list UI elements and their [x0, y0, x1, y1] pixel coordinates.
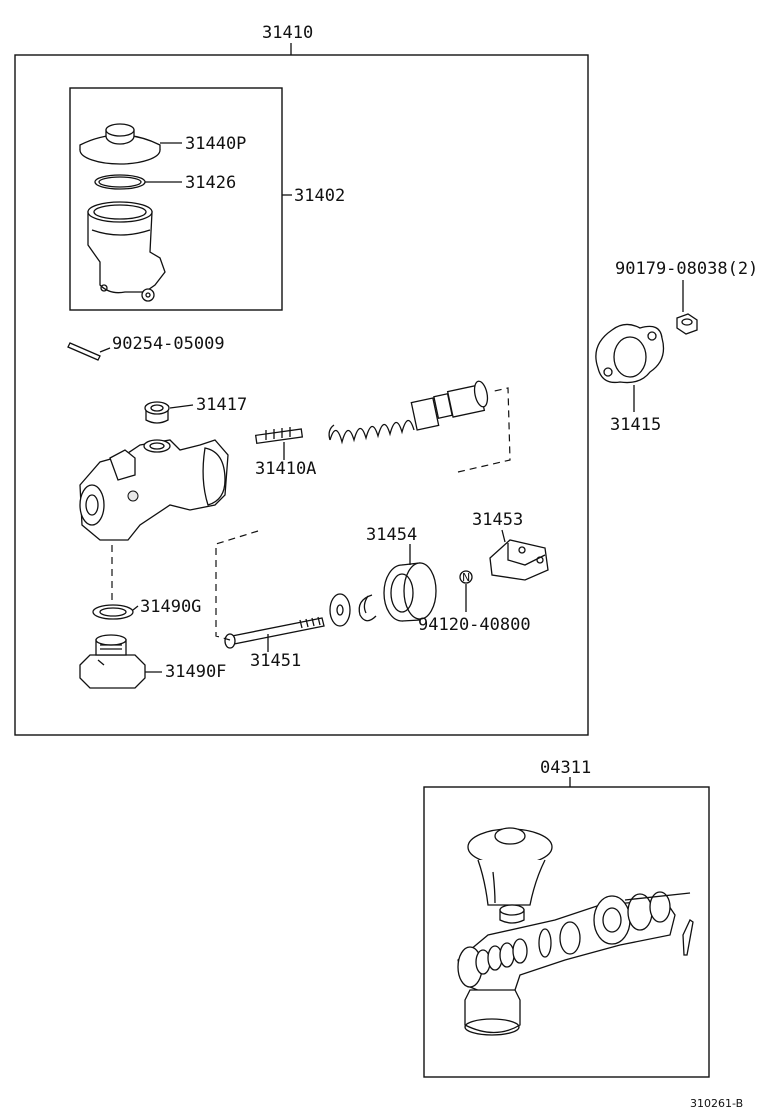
n-marker-icon: N: [459, 570, 473, 584]
union-gasket-part[interactable]: [92, 604, 134, 620]
snap-ring-part[interactable]: [358, 594, 377, 622]
grommet-part[interactable]: [144, 401, 170, 424]
boot-part[interactable]: [383, 562, 437, 622]
label-31440P[interactable]: 31440P: [185, 134, 246, 154]
label-31490G[interactable]: 31490G: [140, 597, 201, 617]
label-31454[interactable]: 31454: [366, 525, 417, 545]
reservoir-subassembly: 31402 31440P 31426: [69, 87, 345, 311]
label-31490F[interactable]: 31490F: [165, 662, 226, 682]
assembly-31410-group: 31410: [14, 23, 589, 736]
master-cylinder-body-part[interactable]: [79, 439, 229, 541]
clevis-part[interactable]: [489, 539, 549, 581]
label-31410[interactable]: 31410: [262, 23, 313, 43]
label-94120-40800[interactable]: 94120-40800: [418, 615, 531, 635]
push-rod-part[interactable]: [224, 616, 325, 649]
label-31451[interactable]: 31451: [250, 651, 301, 671]
reservoir-box: [69, 87, 283, 311]
label-31417[interactable]: 31417: [196, 395, 247, 415]
label-31402[interactable]: 31402: [294, 186, 345, 206]
assembled-master-cylinder-part[interactable]: [457, 827, 694, 1036]
pin-part[interactable]: [67, 342, 101, 361]
label-04311[interactable]: 04311: [540, 758, 591, 778]
assembly-31410-box: [14, 54, 589, 736]
assembly-04311-group: 04311: [423, 758, 710, 1078]
reservoir-cap-part[interactable]: [79, 123, 161, 165]
union-plug-part[interactable]: [79, 634, 146, 689]
diagram-code: 310261-B: [690, 1097, 743, 1110]
label-31410A[interactable]: 31410A: [255, 459, 316, 479]
label-31426[interactable]: 31426: [185, 173, 236, 193]
washer-part[interactable]: [329, 593, 351, 627]
spring-piston-part[interactable]: [328, 380, 489, 445]
nut-part[interactable]: [676, 313, 698, 335]
label-90179-08038[interactable]: 90179-08038(2): [615, 259, 758, 279]
label-90254-05009[interactable]: 90254-05009: [112, 334, 225, 354]
stud-part[interactable]: [254, 427, 304, 445]
reservoir-body-part[interactable]: [87, 201, 166, 302]
cap-gasket-part[interactable]: [94, 174, 146, 190]
label-31453[interactable]: 31453: [472, 510, 523, 530]
label-31415[interactable]: 31415: [610, 415, 661, 435]
n-marker-letter: N: [462, 571, 470, 584]
assembly-04311-box: [423, 786, 710, 1078]
gasket-part[interactable]: [595, 323, 665, 384]
